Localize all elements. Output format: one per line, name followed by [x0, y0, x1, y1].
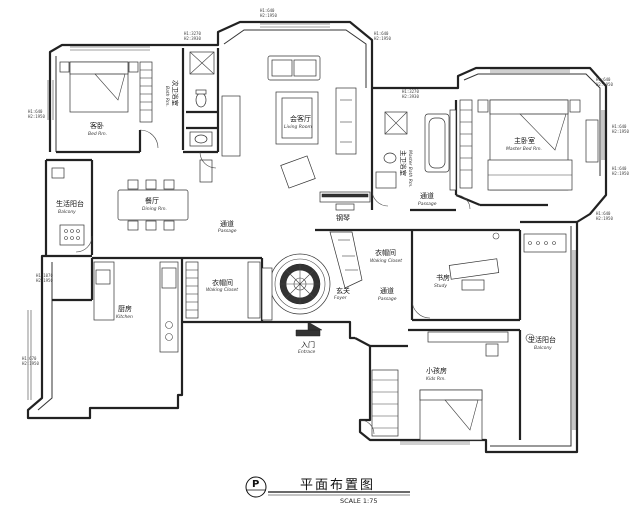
exterior-walls — [26, 20, 608, 454]
height-10-h2: H2:1950 — [36, 278, 53, 283]
entrance-label: 入门 — [301, 340, 315, 349]
guest-bath-fixtures — [189, 51, 215, 147]
balcony-left-label: 生活阳台 — [56, 199, 84, 208]
height-8-h1: H1:640 — [596, 211, 611, 216]
right-balcony-fixtures — [523, 233, 567, 343]
balcony-left-sub: Balcony — [58, 209, 76, 215]
height-1-h2: H2:1950 — [260, 13, 277, 18]
left-balcony-fixtures — [51, 167, 85, 246]
guest-bath-sub: Bath Rm. — [164, 86, 170, 107]
title-block: P 平面布置图 SCALE 1:75 — [245, 476, 410, 505]
entrance-marker[interactable] — [295, 321, 323, 337]
height-1-h1: H1:640 — [260, 8, 275, 13]
master-bath-sub: Master Bath Rm. — [407, 150, 413, 188]
study-sub: Study — [434, 283, 447, 289]
height-3-h1: H1:640 — [374, 31, 389, 36]
passage-lower-sub: Passage — [378, 296, 397, 302]
foyer-rosette — [269, 253, 331, 315]
kids-room-sub: Kids Rm. — [426, 376, 446, 382]
guest-bedroom-sub: Bed Rm. — [88, 131, 107, 137]
passage-lower-label: 通道 — [380, 286, 394, 295]
master-bath-fixtures — [375, 109, 457, 191]
guest-bed — [59, 61, 139, 113]
living-room-furniture — [199, 55, 357, 189]
piano-label: 钢琴 — [336, 213, 350, 222]
kids-room-furniture — [371, 331, 509, 441]
height-2-h2: H2:3930 — [184, 36, 201, 41]
study-desk — [448, 232, 500, 291]
balcony-right-label: 生活阳台 — [528, 335, 556, 344]
kids-room-label: 小孩房 — [426, 366, 447, 375]
closet-right-sub: Waking Closet — [370, 258, 402, 264]
study-label: 书房 — [436, 273, 450, 282]
windows — [27, 23, 605, 445]
closet-left-sub: Waking Closet — [206, 287, 238, 293]
height-5-h2: H2:1950 — [596, 82, 613, 87]
master-bedroom-sub: Master Bed Rm. — [506, 146, 542, 152]
foyer-sub: Foyer — [334, 295, 348, 301]
plan-mark-circle — [245, 476, 267, 498]
closet-left-label: 衣帽间 — [212, 278, 233, 287]
passage-right-sub: Passage — [418, 201, 437, 207]
balcony-right-sub: Balcony — [534, 345, 552, 351]
guest-wardrobe — [139, 61, 153, 123]
entrance-sub: Entrace — [298, 349, 316, 355]
height-4-h2: H2:3930 — [402, 94, 419, 99]
height-11-h2: H2:1950 — [22, 361, 39, 366]
height-10-h1: H1:1070 — [36, 273, 53, 278]
drawing-scale: SCALE 1:75 — [340, 497, 378, 505]
passage-left-label: 通道 — [220, 219, 234, 228]
height-7-h1: H1:640 — [612, 166, 627, 171]
master-bed — [477, 99, 599, 191]
height-6-h1: H1:640 — [612, 124, 627, 129]
plan-mark-letter: P — [252, 479, 259, 490]
height-2-h1: H1:3270 — [184, 31, 201, 36]
height-7-h2: H2:1950 — [612, 171, 629, 176]
living-sub: Living Room — [284, 124, 312, 130]
kitchen-counters — [93, 261, 179, 353]
height-11-h1: H1:670 — [22, 356, 37, 361]
guest-bedroom-label: 客卧 — [90, 121, 104, 130]
height-annotations: H1:640 H2:1950 H1:3270 H2:3930 H1:640 H2… — [22, 8, 629, 366]
kitchen-sub: Kitchen — [116, 314, 133, 320]
drawing-title: 平面布置图 — [300, 478, 375, 493]
foyer-label: 玄关 — [336, 286, 350, 295]
kitchen-label: 厨房 — [118, 304, 132, 313]
master-bath-label: 主卫浴室 — [399, 150, 408, 177]
master-bedroom-label: 主卧室 — [514, 136, 535, 145]
height-9-h1: H1:640 — [28, 109, 43, 114]
dining-table — [117, 179, 189, 231]
height-6-h2: H2:1950 — [612, 129, 629, 134]
left-closet-shelving — [185, 261, 261, 319]
master-wardrobe — [459, 99, 473, 189]
living-label: 会客厅 — [290, 114, 311, 123]
passage-left-sub: Passage — [218, 228, 237, 234]
height-4-h1: H1:3270 — [402, 89, 419, 94]
guest-bath-label: 次卫浴室 — [171, 80, 180, 107]
door-swings — [75, 129, 471, 435]
height-9-h2: H2:1950 — [28, 114, 45, 119]
dining-label: 餐厅 — [145, 196, 159, 205]
dining-sub: Dining Rm. — [142, 206, 167, 212]
passage-right-label: 通道 — [420, 191, 434, 200]
right-closet-panels — [261, 231, 363, 321]
height-8-h2: H2:1950 — [596, 216, 613, 221]
closet-right-label: 衣帽间 — [375, 248, 396, 257]
height-3-h2: H2:1950 — [374, 36, 391, 41]
piano — [319, 191, 371, 211]
interior-walls — [46, 48, 577, 440]
height-5-h1: H1:640 — [596, 77, 611, 82]
